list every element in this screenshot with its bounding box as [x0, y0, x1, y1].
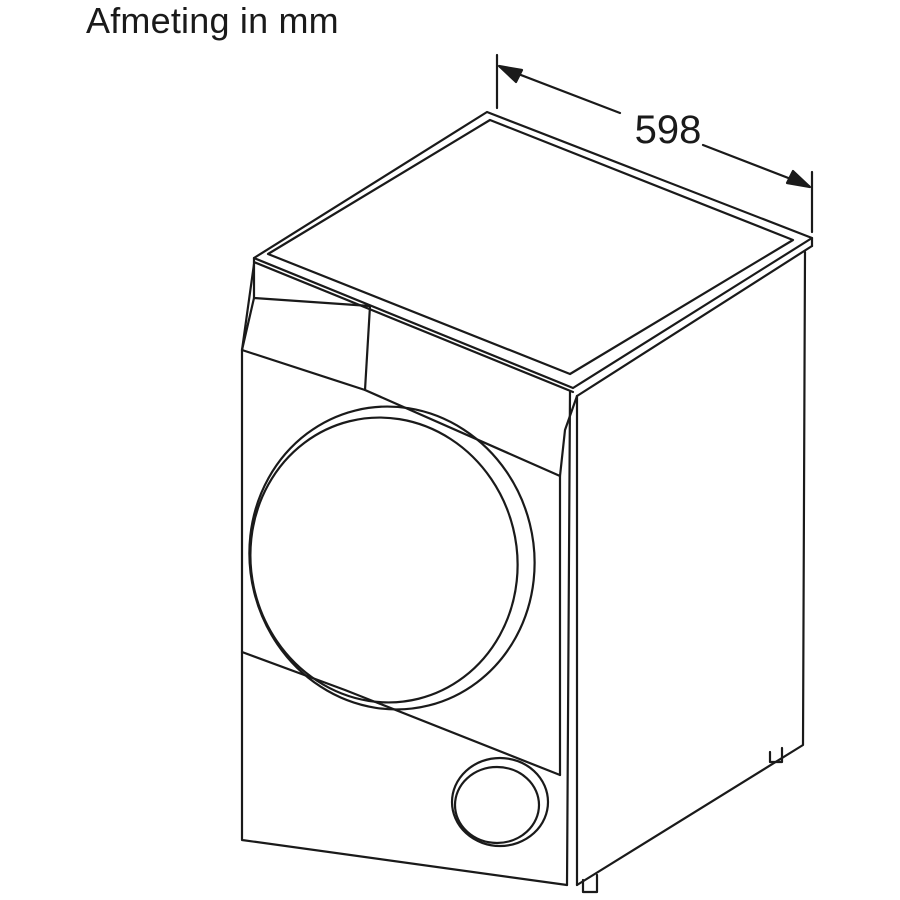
top-panel-outer — [252, 110, 814, 390]
dimension-arrow-left — [497, 64, 524, 84]
door-outer-ring — [248, 405, 536, 711]
display-window — [363, 304, 372, 392]
foot-front — [581, 873, 599, 894]
width-dimension-label: 598 — [635, 108, 702, 152]
door-inner-ring — [249, 416, 519, 704]
top-panel — [252, 110, 814, 398]
width-dimension: 598 — [495, 53, 814, 234]
side-panel-outline — [575, 250, 807, 887]
top-panel-inner — [266, 118, 795, 376]
condenser-hatch — [450, 756, 550, 848]
side-panel-front-edge-inner — [565, 390, 572, 887]
dimension-arrow-right — [785, 169, 812, 189]
top-panel-edge-right-lower — [575, 244, 814, 398]
door — [248, 405, 536, 711]
top-panel-edge-front — [252, 260, 575, 394]
diagram-title: Afmeting in mm — [86, 0, 339, 41]
hatch-inner — [453, 765, 541, 845]
front-panel — [240, 262, 579, 887]
side-panel — [565, 250, 807, 887]
feet — [581, 746, 784, 894]
hatch-outer — [450, 756, 550, 848]
foot-right — [768, 746, 784, 764]
display-window-top — [252, 296, 372, 308]
kick-plate-line — [240, 650, 562, 777]
front-panel-left-edge — [240, 262, 569, 887]
